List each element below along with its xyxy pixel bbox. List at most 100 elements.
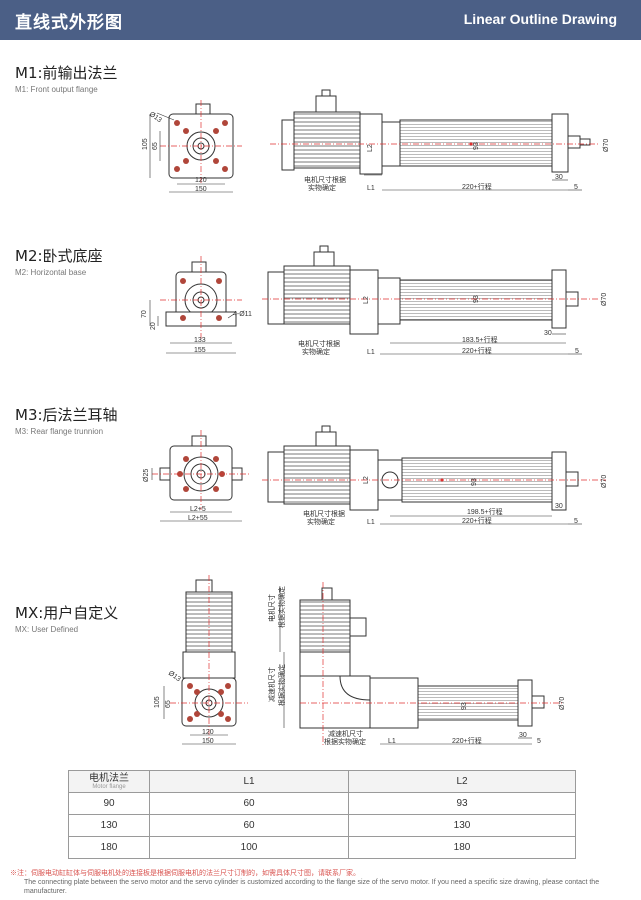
section-m3-heading: M3:后法兰耳轴 M3: Rear flange trunnion	[15, 404, 118, 436]
section-m3-title: M3:后法兰耳轴	[15, 406, 118, 424]
mx-side-bore: 93	[461, 702, 468, 710]
section-mx-title: MX:用户自定义	[15, 604, 119, 622]
m1-side-bore: 93	[473, 142, 480, 150]
table-row: 130 60 130	[68, 814, 576, 837]
mx-front-w-outer: 150	[202, 738, 214, 745]
mx-side-dim30: 30	[519, 732, 527, 739]
m3-front-w-inner: L2+5	[190, 506, 206, 513]
table-cell-flange: 90	[68, 792, 150, 815]
m3-front-dia: Ø25	[143, 469, 150, 482]
table-cell-flange: 130	[68, 814, 150, 837]
section-mx-heading: MX:用户自定义 MX: User Defined	[15, 602, 118, 634]
m2-side-l1: L1	[367, 349, 375, 356]
footnote-en: The connecting plate between the servo m…	[24, 879, 600, 895]
m1-front-view	[149, 100, 242, 193]
m3-side-motor-note2: 实物确定	[307, 517, 335, 526]
mx-side-l1: L1	[388, 738, 396, 745]
section-m3-subtitle: M3: Rear flange trunnion	[15, 427, 104, 436]
mx-side-dia-end: Ø70	[559, 697, 566, 710]
section-m1-heading: M1:前输出法兰 M1: Front output flange	[15, 62, 118, 94]
mx-side-motor-note1: 电机尺寸	[267, 594, 276, 622]
section-m1-subtitle: M1: Front output flange	[15, 85, 98, 94]
m1-side-dim5: 5	[574, 184, 578, 191]
table-cell-l2: 93	[348, 792, 576, 815]
m3-side-bore: 93	[471, 478, 478, 486]
m1-side-dim30: 30	[555, 174, 563, 181]
m1-side-stroke: 220+行程	[462, 182, 492, 191]
m2-side-dim5: 5	[575, 348, 579, 355]
table-header-flange-en: Motor flange	[92, 783, 126, 790]
m3-side-view	[262, 425, 606, 525]
m3-side-l2: L2	[363, 476, 370, 484]
section-m2-heading: M2:卧式底座 M2: Horizontal base	[15, 245, 103, 277]
mx-side-reducer-note2: 根据实物确定	[277, 664, 286, 706]
table-row: 180 100 180	[68, 836, 576, 859]
m3-side-inner: 198.5+行程	[467, 507, 503, 516]
m3-side-l1: L1	[367, 519, 375, 526]
m2-side-bore: 93	[473, 295, 480, 303]
table-cell-l1: 100	[149, 836, 349, 859]
page-header: 直线式外形图 Linear Outline Drawing	[0, 0, 641, 40]
m2-side-dim30: 30	[544, 330, 552, 337]
m1-front-h-outer: 105	[142, 138, 149, 150]
m2-front-view	[149, 256, 242, 354]
m3-side-motor-note1: 电机尺寸根据	[303, 509, 345, 518]
mx-front-h-outer: 105	[154, 696, 161, 708]
m2-front-h70: 70	[141, 310, 148, 318]
table-header-l1: L1	[149, 770, 349, 793]
m2-front-w-inner: 133	[194, 337, 206, 344]
footnote-cn: ※注：伺服电动缸缸体与伺服电机处的连接板是根据伺服电机的法兰尺寸订制的，如需具体…	[10, 870, 360, 877]
table-header-flange: 电机法兰 Motor flange	[68, 770, 150, 793]
m3-side-dim5: 5	[574, 518, 578, 525]
m1-side-dia-end: Ø70	[603, 139, 610, 152]
table-cell-l1: 60	[149, 792, 349, 815]
table-header-flange-cn: 电机法兰	[89, 772, 129, 784]
mx-side-reducer-note4: 根据实物确定	[324, 737, 366, 746]
mx-front-w-inner: 120	[202, 729, 214, 736]
m2-side-inner: 183.5+行程	[462, 335, 498, 344]
m1-front-h-inner: 65	[152, 142, 159, 150]
m3-side-dim30: 30	[555, 503, 563, 510]
table-cell-l2: 130	[348, 814, 576, 837]
mx-side-motor-note2: 根据实物确定	[277, 586, 286, 628]
m3-front-view	[151, 430, 250, 522]
mx-front-view	[163, 575, 248, 745]
m2-side-dia-end: Ø70	[601, 293, 608, 306]
mx-front-h-inner: 65	[165, 700, 172, 708]
m2-front-hole: 4-Ø11	[233, 311, 252, 318]
mx-side-view	[279, 582, 562, 745]
m1-front-w-outer: 150	[195, 186, 207, 193]
table-cell-l1: 60	[149, 814, 349, 837]
outline-drawings: Ø13 105 65 120 150 L2 Ø70 93 电机尺寸根据 实物确定…	[141, 89, 610, 746]
section-mx-subtitle: MX: User Defined	[15, 625, 79, 634]
m1-front-w-inner: 120	[195, 177, 207, 184]
table-row: 90 60 93	[68, 792, 576, 815]
m2-side-motor-note1: 电机尺寸根据	[298, 339, 340, 348]
table-header-l2: L2	[348, 770, 576, 793]
mx-side-dim5: 5	[537, 738, 541, 745]
m2-side-motor-note2: 实物确定	[302, 347, 330, 356]
m1-side-view	[270, 89, 598, 191]
m3-side-dia-end: Ø70	[601, 475, 608, 488]
table-header-row: 电机法兰 Motor flange L1 L2	[68, 770, 576, 793]
m1-side-motor-note1: 电机尺寸根据	[304, 175, 346, 184]
m2-front-h20: 20	[150, 322, 157, 330]
m1-side-l1: L1	[367, 185, 375, 192]
m2-side-view	[262, 245, 600, 355]
m2-front-w-outer: 155	[194, 347, 206, 354]
footnote: ※注：伺服电动缸缸体与伺服电机处的连接板是根据伺服电机的法兰尺寸订制的，如需具体…	[10, 868, 620, 896]
mx-side-reducer-note3: 减速机尺寸	[328, 729, 363, 738]
section-m2-subtitle: M2: Horizontal base	[15, 268, 87, 277]
flange-dimension-table: 电机法兰 Motor flange L1 L2 90 60 93 130 60 …	[68, 770, 576, 859]
mx-side-reducer-note1: 减速机尺寸	[267, 667, 276, 702]
header-title-cn: 直线式外形图	[15, 13, 123, 33]
m3-side-stroke: 220+行程	[462, 516, 492, 525]
mx-front-dia: Ø13	[167, 670, 182, 683]
table-cell-l2: 180	[348, 836, 576, 859]
section-m2-title: M2:卧式底座	[15, 247, 103, 265]
section-m1-title: M1:前输出法兰	[15, 64, 118, 82]
m2-side-stroke: 220+行程	[462, 346, 492, 355]
m3-front-w-outer: L2+55	[188, 515, 208, 522]
m1-side-l2: L2	[367, 144, 374, 152]
mx-side-stroke: 220+行程	[452, 736, 482, 745]
